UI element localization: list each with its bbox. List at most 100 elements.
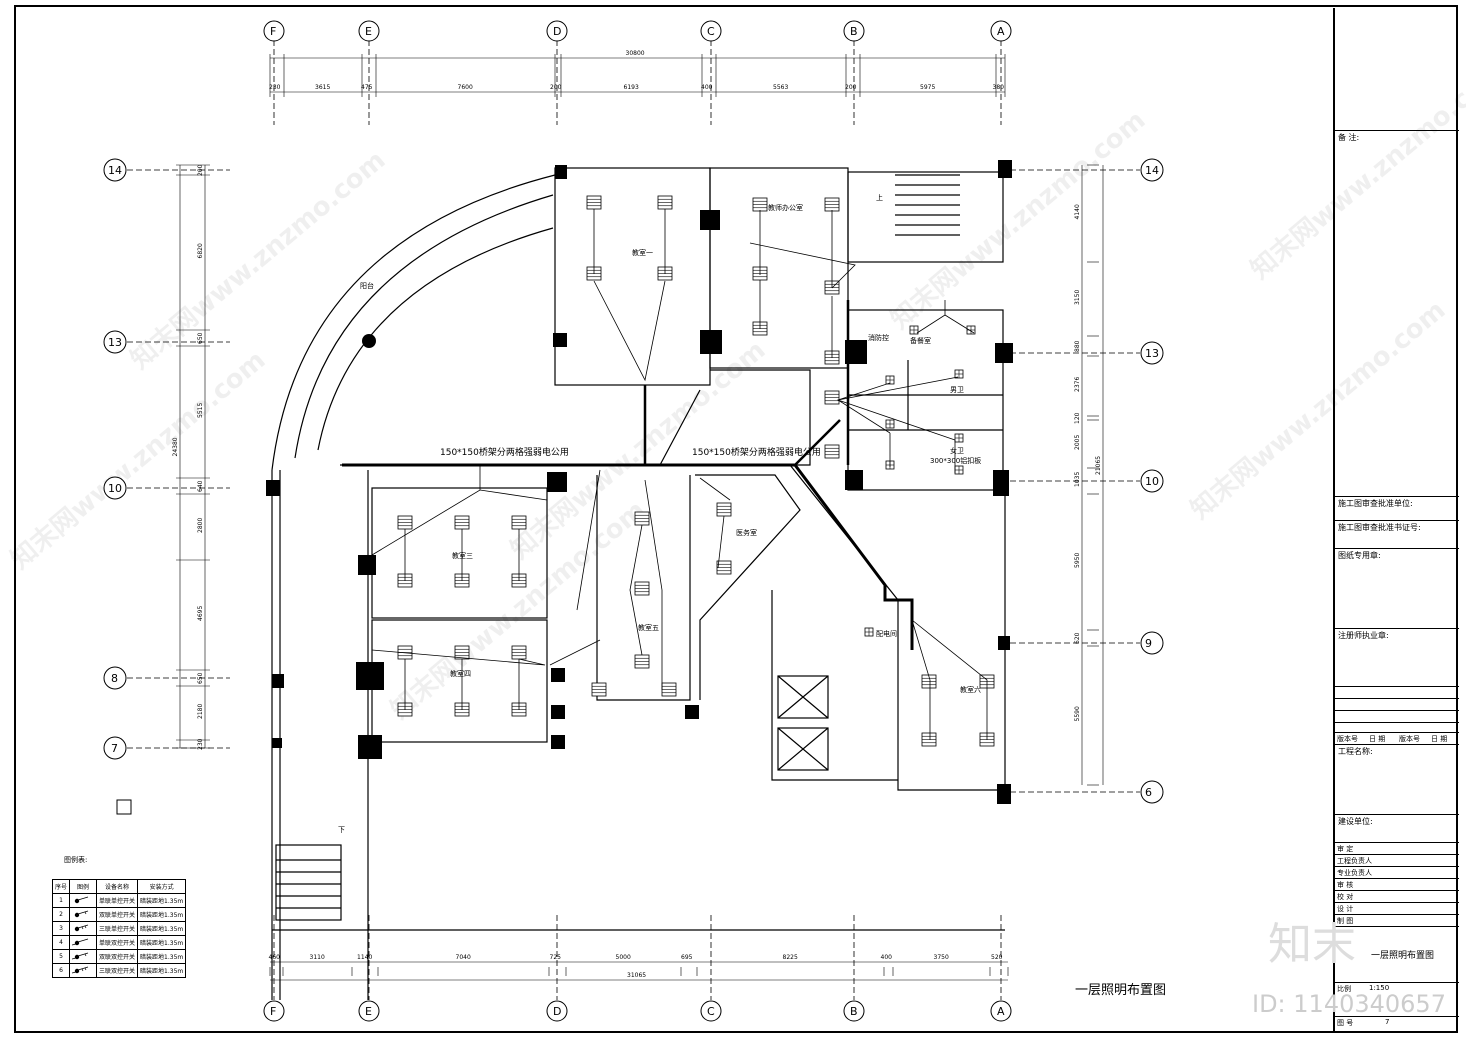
tb-seal: 图纸专用章: <box>1335 548 1459 628</box>
dim-segment: 460 <box>269 954 281 961</box>
switch-symbol-icon <box>69 893 98 908</box>
dim-total: 31065 <box>627 972 646 979</box>
axis-bubble-top <box>700 20 722 42</box>
stair-up-label: 上 <box>876 193 883 202</box>
dim-segment: 5975 <box>920 84 935 91</box>
tb-version-grid-1 <box>1335 686 1459 698</box>
tb-engineer-seal-text: 注册师执业章: <box>1338 631 1389 640</box>
light-fixtures <box>397 195 995 747</box>
light-fixture-icon <box>716 502 732 517</box>
dim-segment: 3615 <box>315 84 330 91</box>
column <box>551 668 565 682</box>
dim-segment: 520 <box>991 954 1003 961</box>
wiring <box>371 209 988 740</box>
tb-check: 校 对 <box>1335 890 1459 902</box>
legend-title: 图例表: <box>64 856 88 864</box>
axis-label-top: D <box>553 25 561 38</box>
dim-segment: 1035 <box>1074 472 1081 487</box>
light-fixture-icon <box>586 195 602 210</box>
dim-segment: 5950 <box>1074 553 1081 568</box>
tb-scale-value: 1:150 <box>1369 984 1390 992</box>
dim-segment: 2800 <box>197 518 204 533</box>
tb-seal-text: 图纸专用章: <box>1338 551 1381 560</box>
tb-discipline-lead: 专业负责人 <box>1335 866 1459 878</box>
dim-segment: 380 <box>993 84 1005 91</box>
wire <box>916 300 975 334</box>
ceiling-light-icon <box>954 369 964 379</box>
elevator-1 <box>777 675 829 719</box>
tb-project-lead: 工程负责人 <box>1335 854 1459 866</box>
watermark-text: 知末网www.znzmo.com <box>385 495 651 725</box>
dim-segment: 200 <box>845 84 857 91</box>
dim-segment: 2005 <box>1074 435 1081 450</box>
column <box>555 165 567 179</box>
axis-label-top: F <box>270 25 276 38</box>
axis-bubble-right <box>1140 158 1164 182</box>
tb-date-label-2: 日 期 <box>1431 735 1448 743</box>
column <box>272 738 282 748</box>
column <box>551 705 565 719</box>
room-label-medical: 医务室 <box>736 528 757 537</box>
axis-bubble-right <box>1140 780 1164 804</box>
tb-client-text: 建设单位: <box>1338 817 1373 826</box>
axis-label-bottom: C <box>707 1005 715 1018</box>
light-fixture-icon <box>634 654 650 669</box>
dim-segment: 3110 <box>310 954 325 961</box>
axis-bubble-top <box>546 20 568 42</box>
axis-bubble-left <box>103 736 127 760</box>
balcony-outer-arc <box>271 174 556 471</box>
dim-segment: 880 <box>1074 340 1081 352</box>
axis-label-bottom: B <box>850 1005 858 1018</box>
axis-label-bottom: D <box>553 1005 561 1018</box>
dim-segment: 120 <box>1074 412 1081 424</box>
watermark-text: 知末网www.znzmo.com <box>125 145 391 375</box>
axis-label-top: E <box>365 25 372 38</box>
tb-review-cert: 施工图审查批准书证号: <box>1335 520 1459 548</box>
legend-device: 单联双控开关 <box>96 935 139 950</box>
column <box>995 343 1013 363</box>
sheet-border <box>14 5 1458 1033</box>
legend-install: 暗装距地1.35m <box>137 921 187 936</box>
room-label-classroom3: 教室三 <box>452 551 473 560</box>
light-fixture-icon <box>824 390 840 405</box>
dim-segment: 4140 <box>1074 204 1081 219</box>
light-fixture-icon <box>397 515 413 530</box>
axis-bubble-left <box>103 158 127 182</box>
dim-segment: 5590 <box>1074 706 1081 721</box>
drain-marker <box>362 334 376 348</box>
tb-sheet-no-label: 图 号 <box>1337 1019 1354 1027</box>
axis-label-bottom: A <box>997 1005 1005 1018</box>
tb-design-text: 设 计 <box>1337 905 1354 913</box>
axis-bubble-top <box>358 20 380 42</box>
column <box>700 210 720 230</box>
tb-sheet-title: 一层照明布置图 <box>1335 926 1459 982</box>
dim-segment: 2376 <box>1074 377 1081 392</box>
dim-segment: 5000 <box>616 954 631 961</box>
axis-label-top: B <box>850 25 858 38</box>
ceiling-light-icon <box>864 627 874 637</box>
switch-symbol-icon <box>69 935 98 950</box>
column <box>272 674 284 688</box>
axis-label-top: C <box>707 25 715 38</box>
legend-header-install: 安装方式 <box>137 879 187 894</box>
legend-install: 暗装距地1.35m <box>137 935 187 950</box>
axis-bubble-top <box>843 20 865 42</box>
title-block: 备 注: 施工图审查批准单位: 施工图审查批准书证号: 图纸专用章: 注册师执业… <box>1333 8 1459 1032</box>
tb-sheet-no-value: 7 <box>1385 1018 1390 1026</box>
column <box>553 333 567 347</box>
dim-segment: 620 <box>1074 632 1081 644</box>
axis-bubble-top <box>263 20 285 42</box>
tb-engineer-seal: 注册师执业章: <box>1335 628 1459 686</box>
stair <box>275 844 342 921</box>
ceiling-light-icon <box>885 419 895 429</box>
tb-version-label: 版本号 <box>1337 735 1358 743</box>
axis-label-left: 10 <box>108 482 122 495</box>
dim-segment: 200 <box>550 84 562 91</box>
dim-segment: 400 <box>881 954 893 961</box>
axis-label-left: 14 <box>108 164 122 177</box>
